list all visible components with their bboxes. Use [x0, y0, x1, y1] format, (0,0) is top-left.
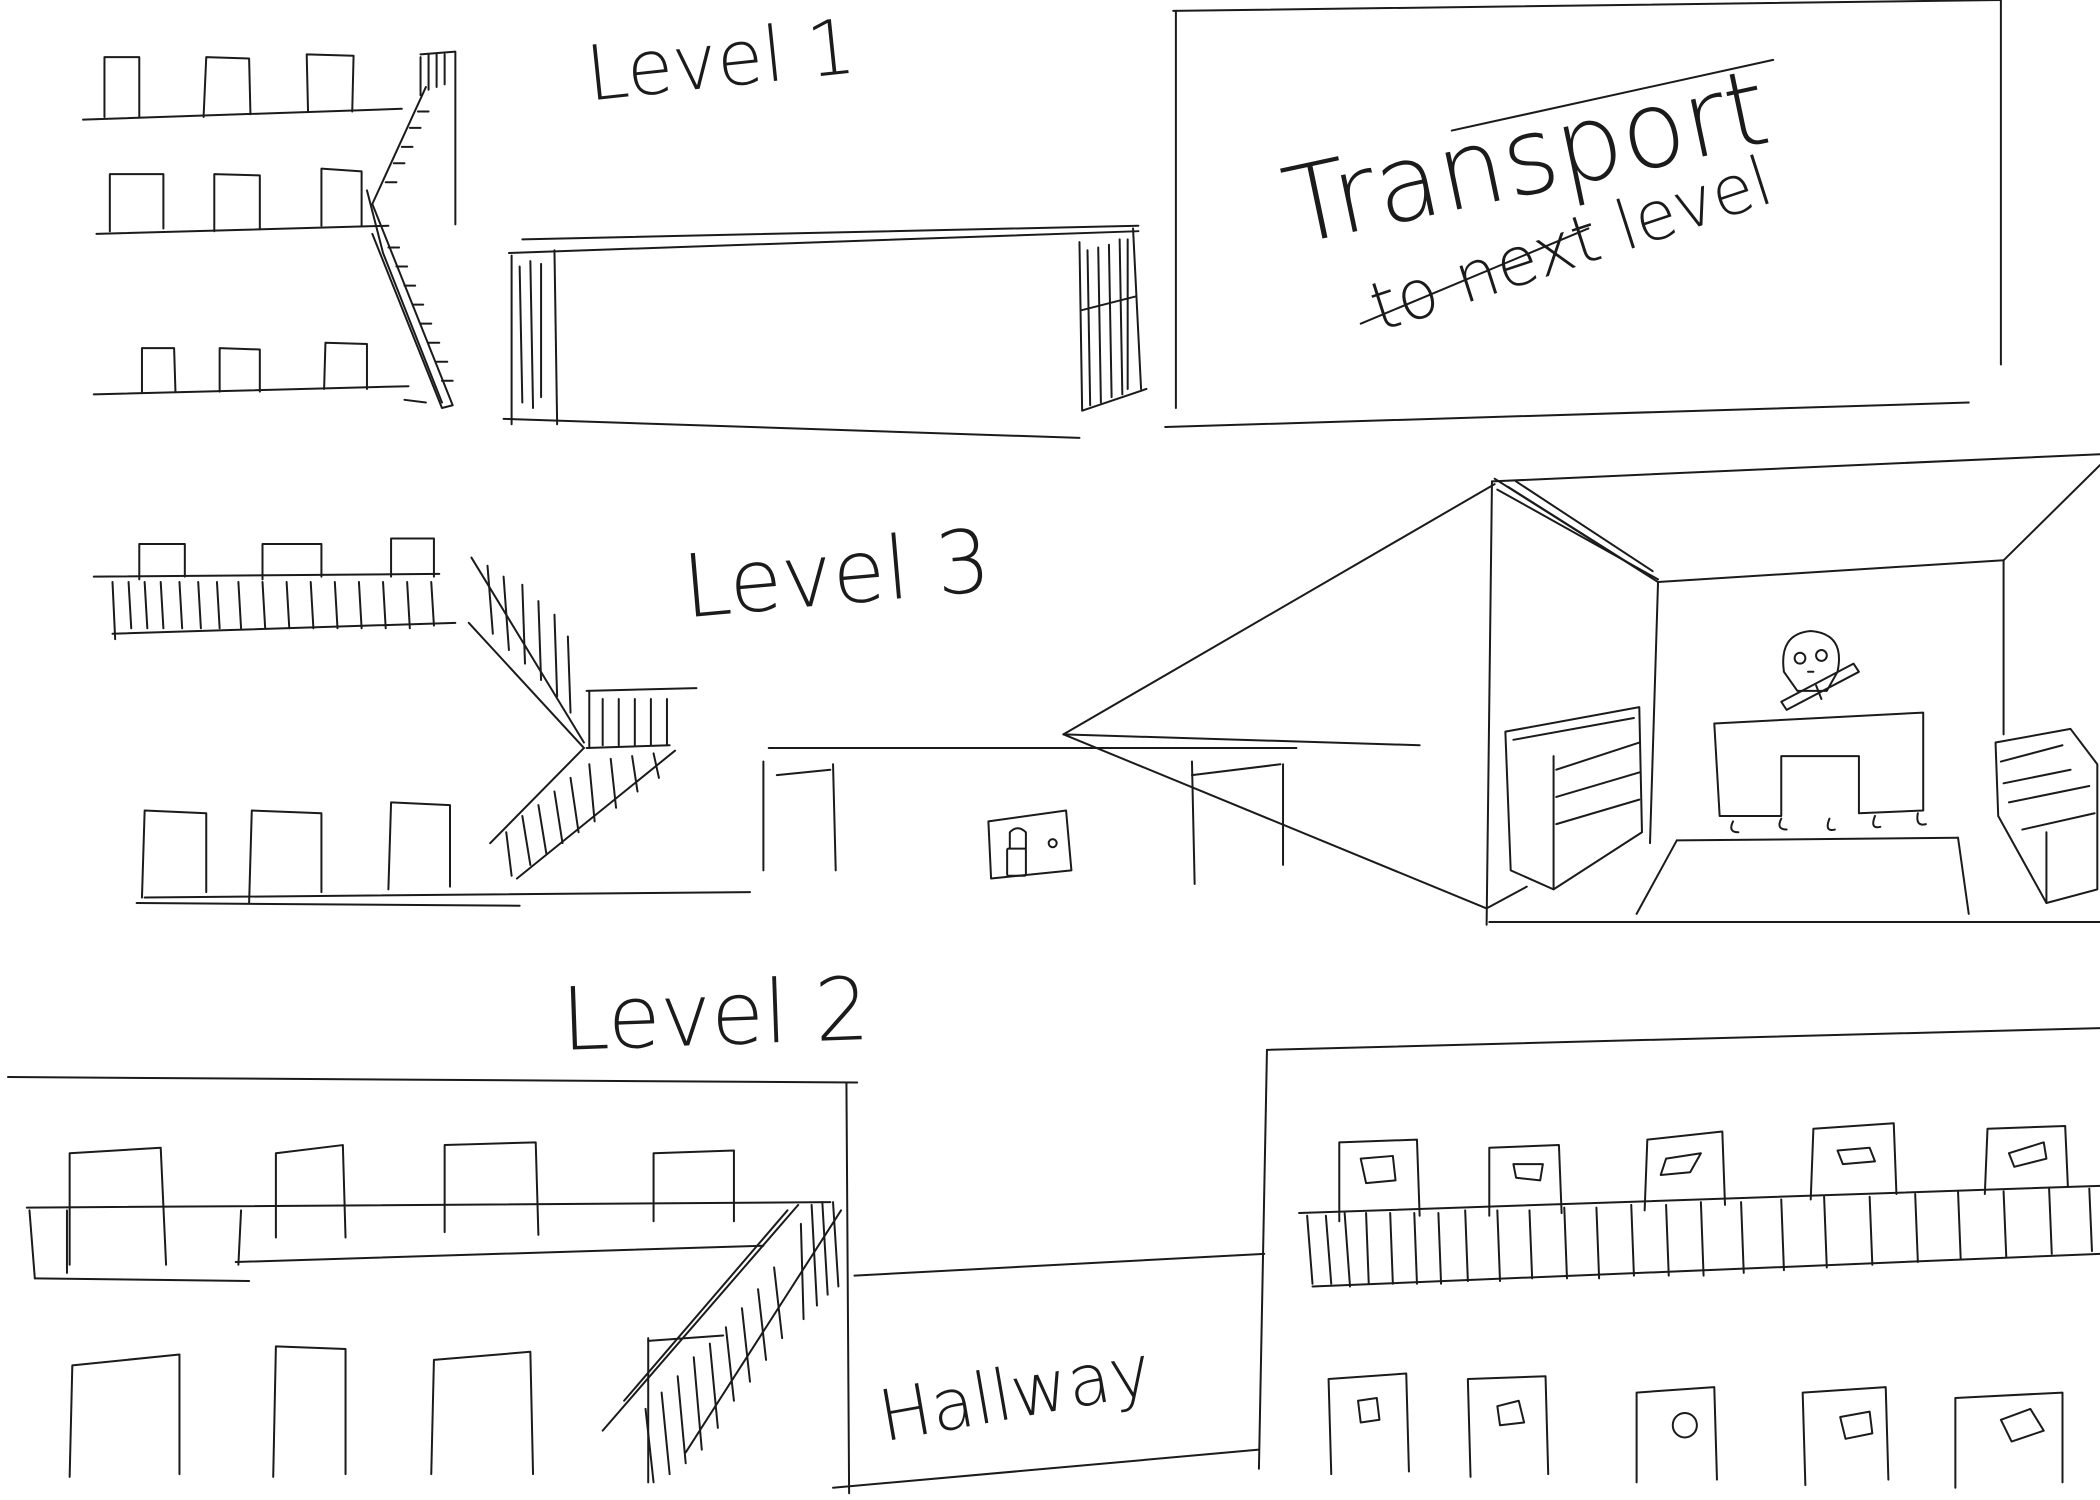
- level3-label: Level 3: [679, 511, 994, 639]
- hallway-label: Hallway: [873, 1329, 1158, 1459]
- padlock-icon: [1007, 828, 1057, 876]
- level1-label: Level 1: [582, 2, 859, 119]
- level1-box: [504, 226, 1147, 438]
- level2-label: Level 2: [560, 959, 871, 1071]
- level1-building: [83, 52, 455, 408]
- skull-icon: [1781, 631, 1859, 710]
- level3-zoom-cone: [1063, 484, 1494, 908]
- level2-right-building: [1259, 1028, 2100, 1488]
- level2-building: [8, 1077, 857, 1493]
- level3-room: [1487, 454, 2100, 925]
- level3-building: [94, 539, 750, 906]
- level3-corridor: [763, 748, 1296, 884]
